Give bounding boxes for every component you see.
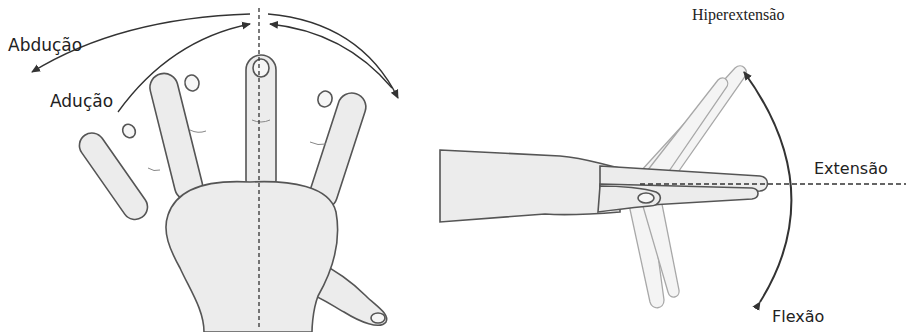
- knuckle-lines: [148, 120, 326, 171]
- axis-line: [258, 8, 259, 330]
- extended-hand: [440, 150, 768, 222]
- motion-arc: [744, 72, 791, 302]
- motion-label: Abdução: [8, 36, 82, 55]
- motion-label: Flexão: [772, 308, 824, 326]
- motion-label: Adução: [50, 92, 113, 111]
- axis-line: [640, 183, 906, 184]
- motion-label: Hiperextensão: [692, 6, 784, 24]
- spread-hand: [75, 55, 387, 332]
- motion-arcs: [32, 14, 398, 112]
- flexed-hand: [628, 194, 679, 308]
- motion-label: Extensão: [814, 160, 888, 178]
